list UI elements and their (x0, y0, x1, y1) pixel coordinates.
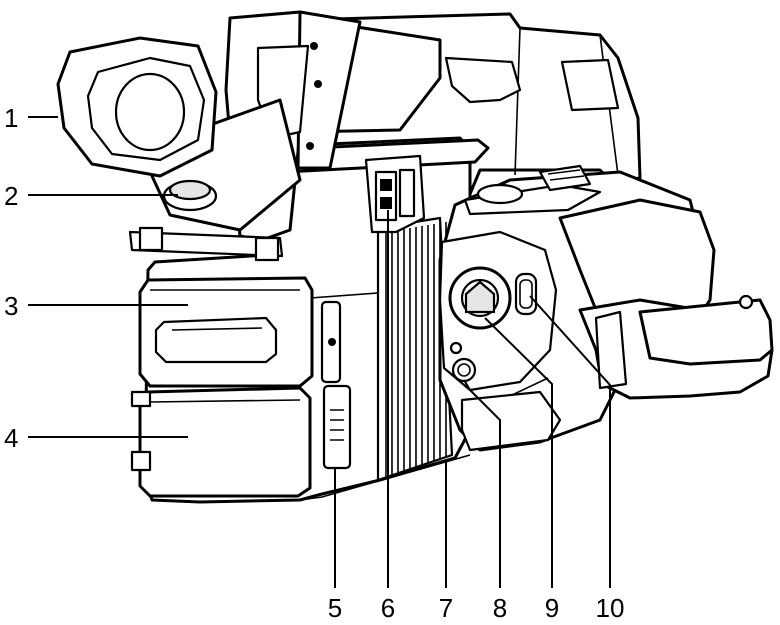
callout-4: 4 (4, 423, 18, 453)
side-button[interactable] (514, 272, 538, 316)
callout-2: 2 (4, 181, 18, 211)
round-button[interactable] (451, 357, 477, 383)
callout-9: 9 (545, 593, 559, 623)
callout-10: 10 (596, 593, 625, 623)
leader-lines (28, 116, 611, 588)
hand-strap[interactable] (558, 198, 774, 400)
connector-panel[interactable] (364, 154, 426, 234)
callout-3: 3 (4, 291, 18, 321)
lower-slider-button[interactable] (322, 384, 352, 470)
side-latch[interactable] (320, 300, 342, 384)
battery-compartment-cover[interactable] (138, 276, 314, 388)
callout-7: 7 (439, 593, 453, 623)
joystick[interactable] (448, 266, 512, 330)
diopter-knob[interactable] (162, 179, 218, 212)
callout-8: 8 (493, 593, 507, 623)
callout-6: 6 (381, 593, 395, 623)
handle-mount-bar (128, 226, 284, 262)
callout-1: 1 (4, 103, 18, 133)
small-indicator (449, 341, 463, 355)
memory-card-cover[interactable] (130, 386, 312, 498)
callout-5: 5 (328, 593, 342, 623)
callout-labels: 1 2 3 4 5 6 7 8 9 10 (4, 103, 624, 623)
